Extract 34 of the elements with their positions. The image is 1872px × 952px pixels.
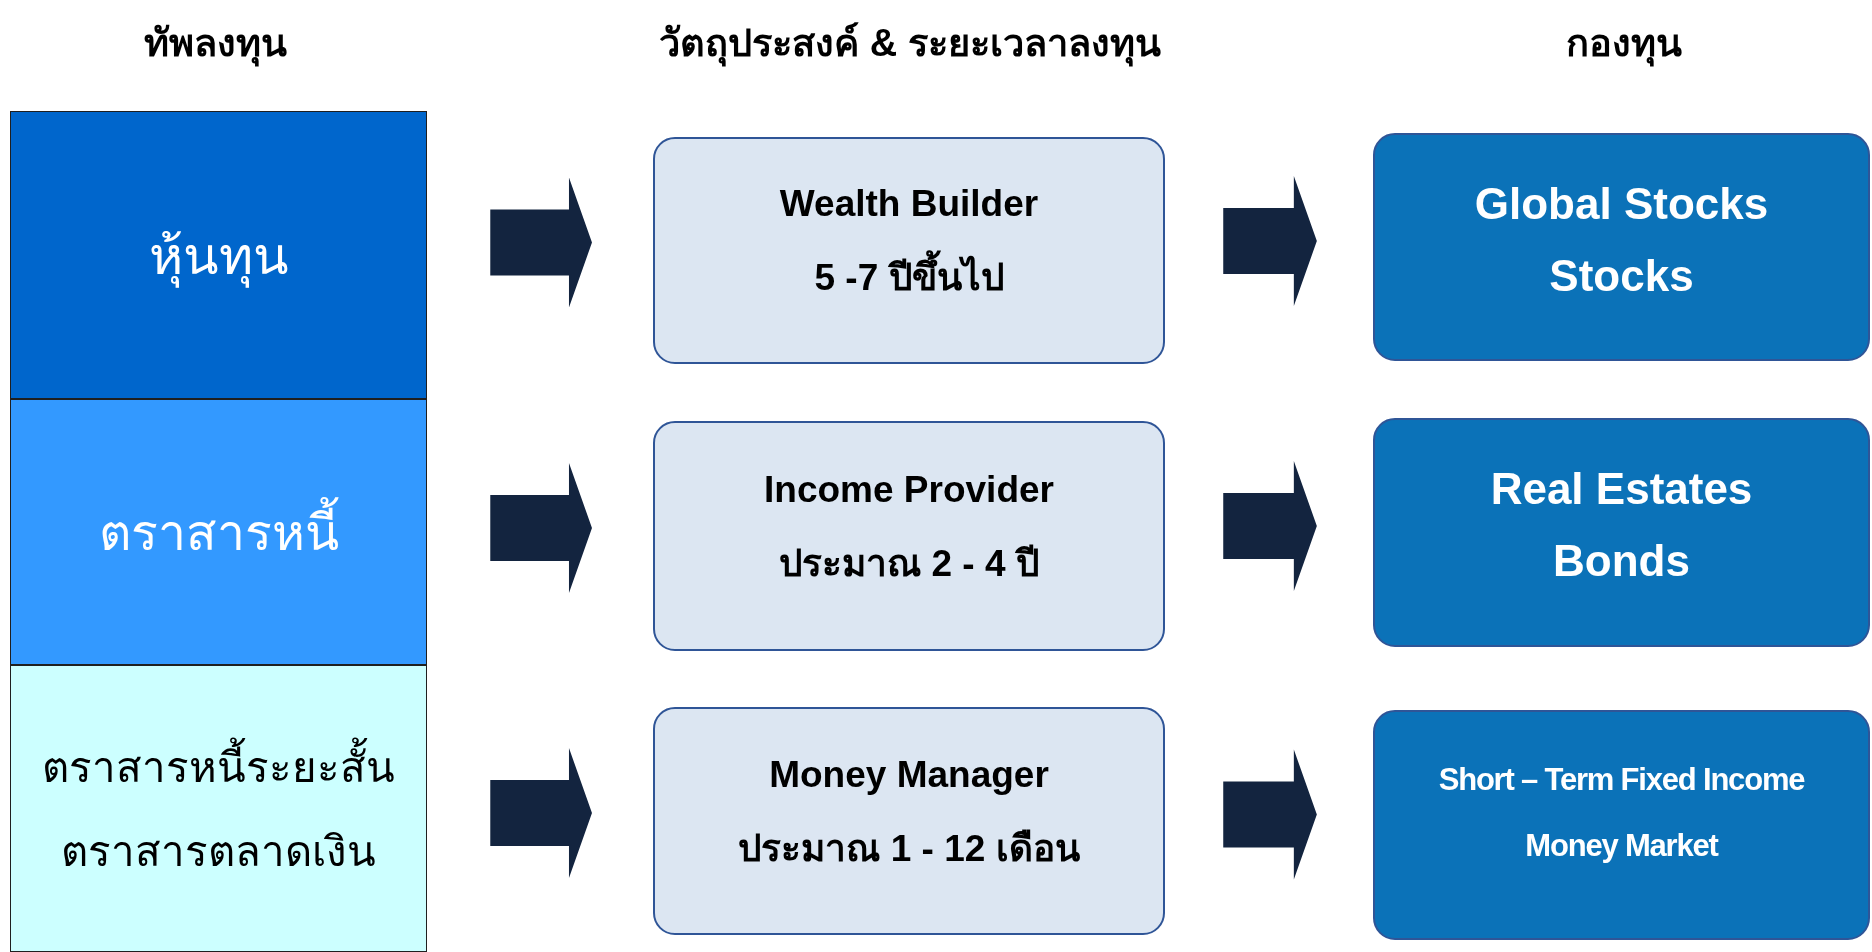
node-title: Short – Term Fixed Income bbox=[1438, 762, 1805, 798]
column-heading: วัตถุประสงค์ & ระยะเวลาลงทุน bbox=[659, 12, 1161, 73]
category-band bbox=[10, 399, 427, 665]
block-arrow bbox=[1223, 749, 1317, 880]
column-heading: กองทุน bbox=[1566, 12, 1682, 73]
node-subtitle: Bonds bbox=[1553, 536, 1690, 586]
node-subtitle: Stocks bbox=[1549, 251, 1694, 301]
block-arrow bbox=[1223, 176, 1317, 306]
node-subtitle: ประมาณ 1 - 12 เดือน bbox=[738, 826, 1080, 871]
node-title: Global Stocks bbox=[1474, 179, 1769, 229]
node-title: ตราสารหนี้ bbox=[98, 492, 339, 572]
node-title: ตราสารหนี้ระยะสั้น bbox=[42, 733, 395, 800]
node-title: Real Estates bbox=[1490, 464, 1753, 514]
node-title: Income Provider bbox=[764, 468, 1054, 511]
category-band bbox=[10, 665, 427, 952]
objective-box bbox=[653, 707, 1165, 935]
node-subtitle: ตราสารตลาดเงิน bbox=[61, 826, 376, 877]
node-subtitle: ประมาณ 2 - 4 ปี bbox=[779, 541, 1039, 586]
block-arrow bbox=[490, 177, 592, 308]
node-title: Wealth Builder bbox=[779, 183, 1039, 225]
fund-box bbox=[1373, 710, 1870, 940]
category-band bbox=[10, 111, 427, 399]
block-arrow bbox=[490, 748, 592, 878]
fund-box bbox=[1373, 133, 1870, 361]
objective-box bbox=[653, 137, 1165, 364]
fund-box bbox=[1373, 418, 1870, 647]
block-arrow bbox=[490, 463, 592, 593]
node-subtitle: Money Market bbox=[1525, 828, 1718, 864]
objective-box bbox=[653, 421, 1165, 651]
node-title: Money Manager bbox=[769, 753, 1049, 796]
block-arrow bbox=[1223, 461, 1317, 591]
column-heading: ทัพลงทุน bbox=[143, 12, 287, 73]
node-subtitle: 5 -7 ปีขึ้นไป bbox=[814, 247, 1004, 306]
node-title: หุ้นทุน bbox=[148, 213, 289, 297]
